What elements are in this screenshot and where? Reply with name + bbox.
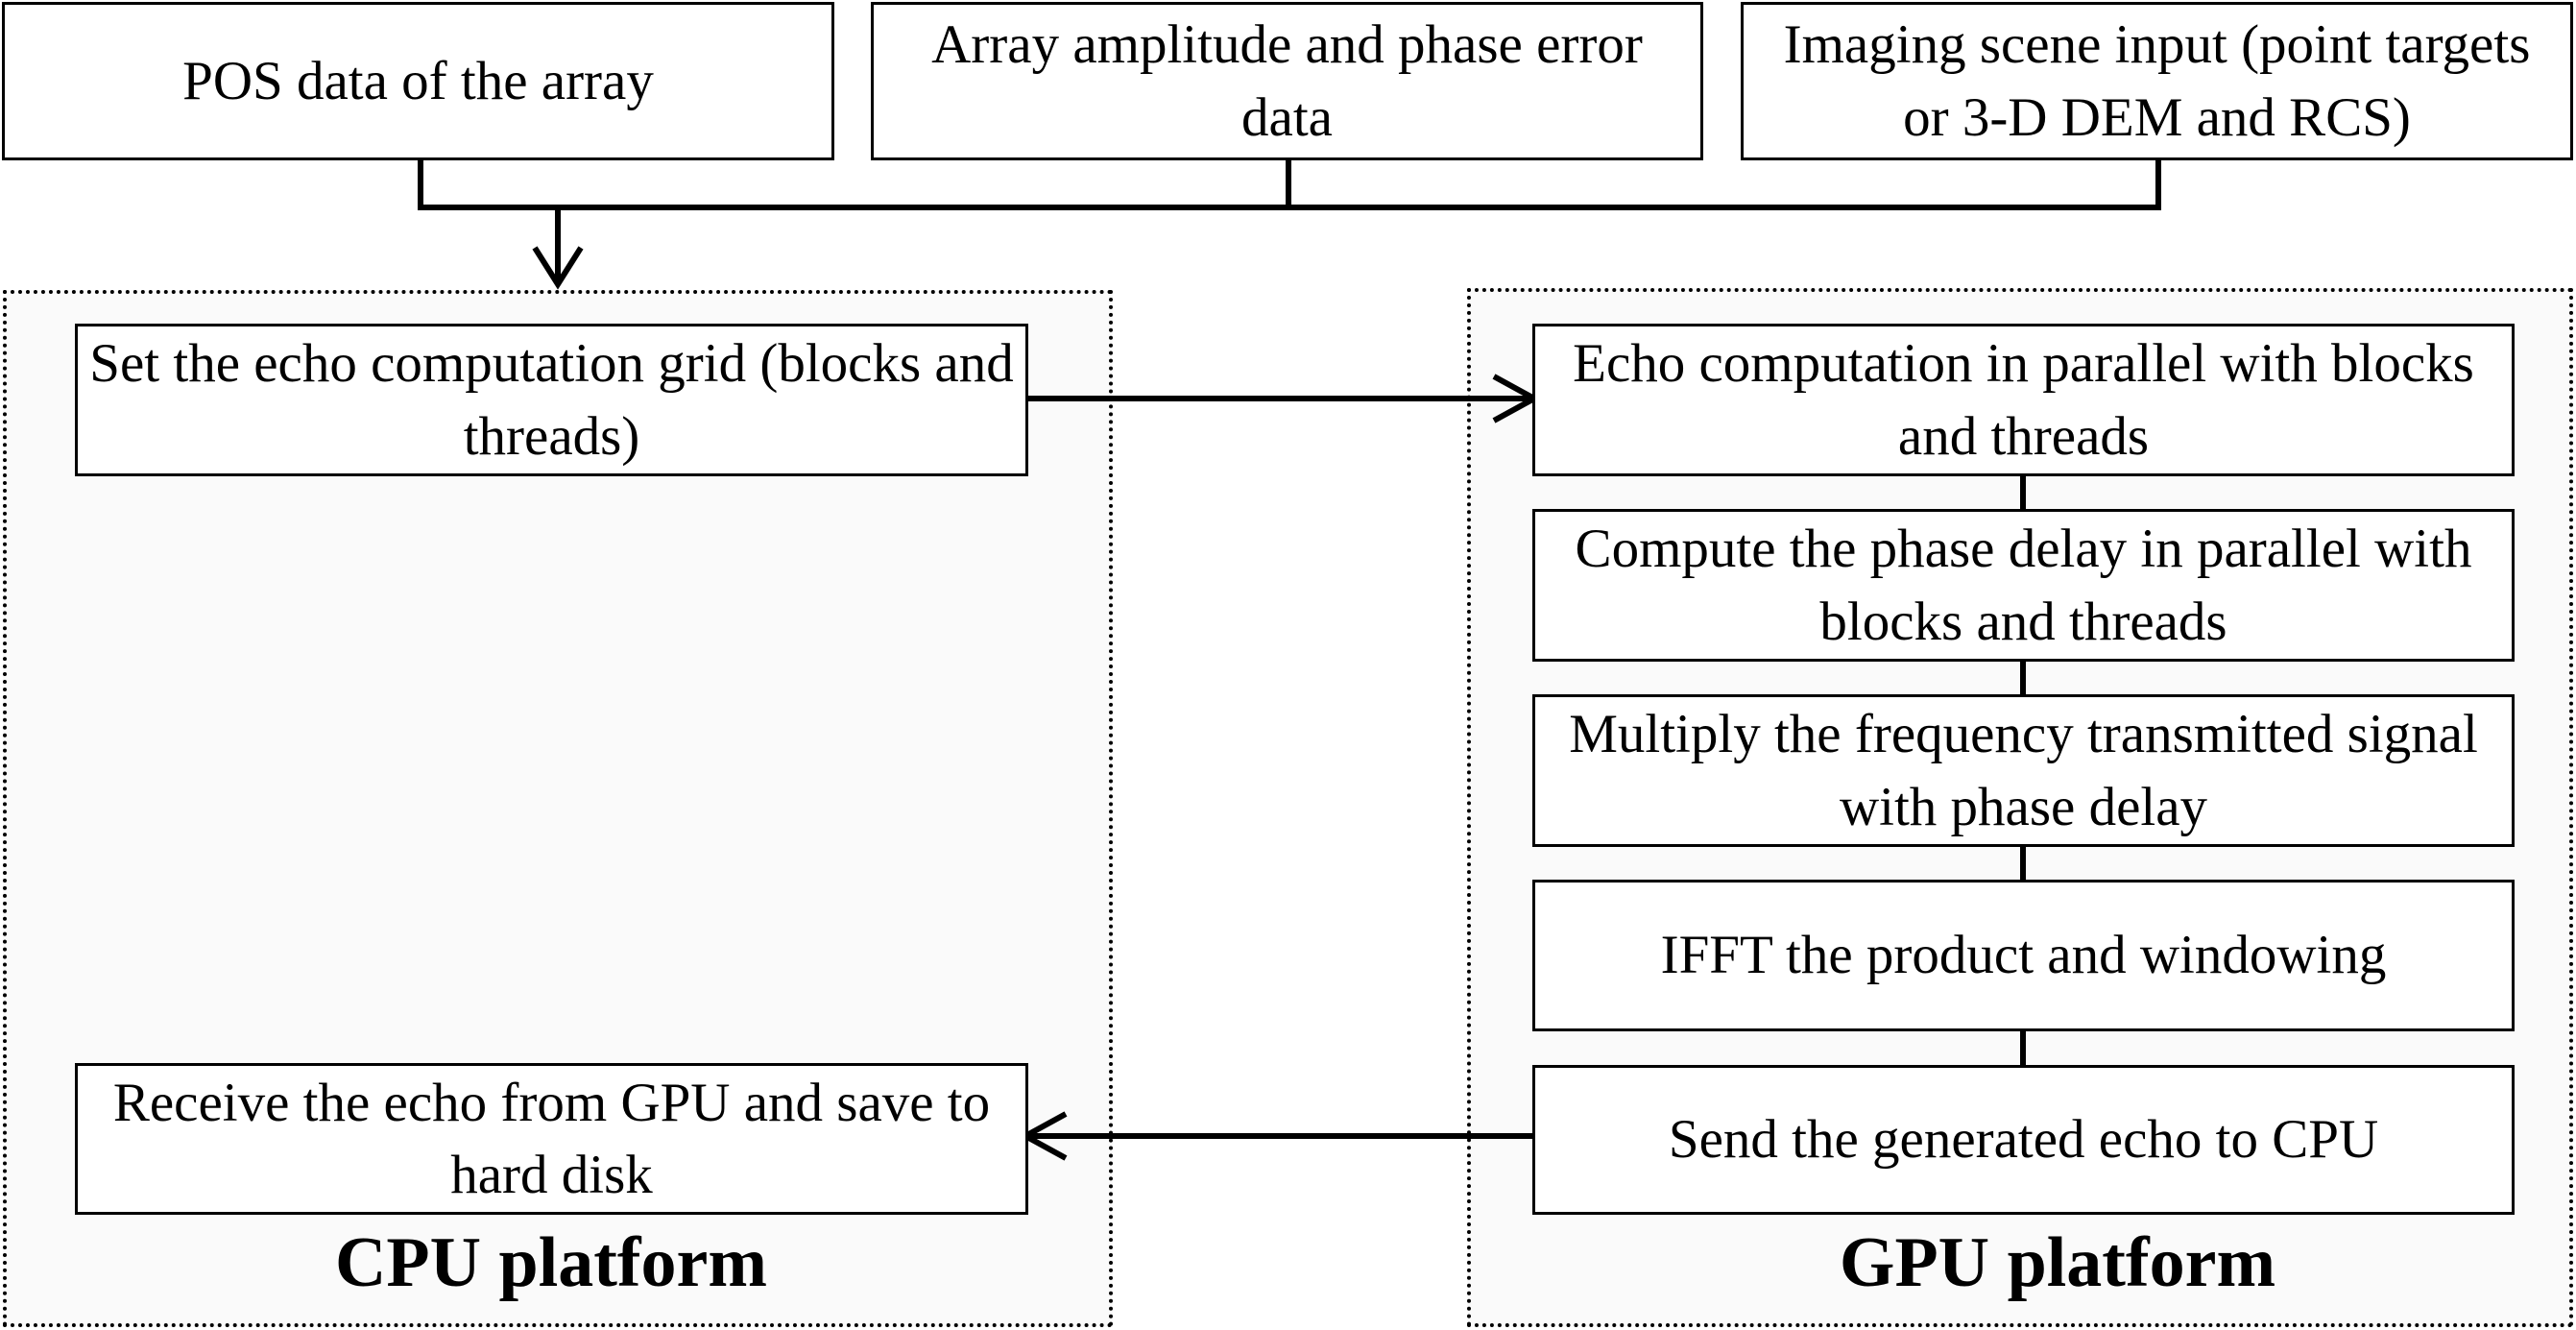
gpu-step-phase-delay: Compute the phase delay in parallel with… <box>1532 509 2515 662</box>
gpu-step-send-echo: Send the generated echo to CPU <box>1532 1065 2515 1215</box>
bus-to-cpu-arrowhead <box>532 246 584 290</box>
cpu-platform-label: CPU platform <box>334 1223 768 1302</box>
gpu-step-ifft-windowing: IFFT the product and windowing <box>1532 880 2515 1031</box>
cpu-step-set-grid: Set the echo computation grid (blocks an… <box>75 324 1028 476</box>
gpu-step-multiply-signal: Multiply the frequency transmitted signa… <box>1532 694 2515 847</box>
input-imaging-scene: Imaging scene input (point targets or 3-… <box>1741 2 2573 160</box>
input-amplitude-phase-error: Array amplitude and phase error data <box>871 2 1703 160</box>
gpu-platform-label: GPU platform <box>1839 1223 2276 1302</box>
gpu-step-echo-computation: Echo computation in parallel with blocks… <box>1532 324 2515 476</box>
cpu-step-receive-echo: Receive the echo from GPU and save to ha… <box>75 1063 1028 1215</box>
input-pos-data: POS data of the array <box>2 2 834 160</box>
